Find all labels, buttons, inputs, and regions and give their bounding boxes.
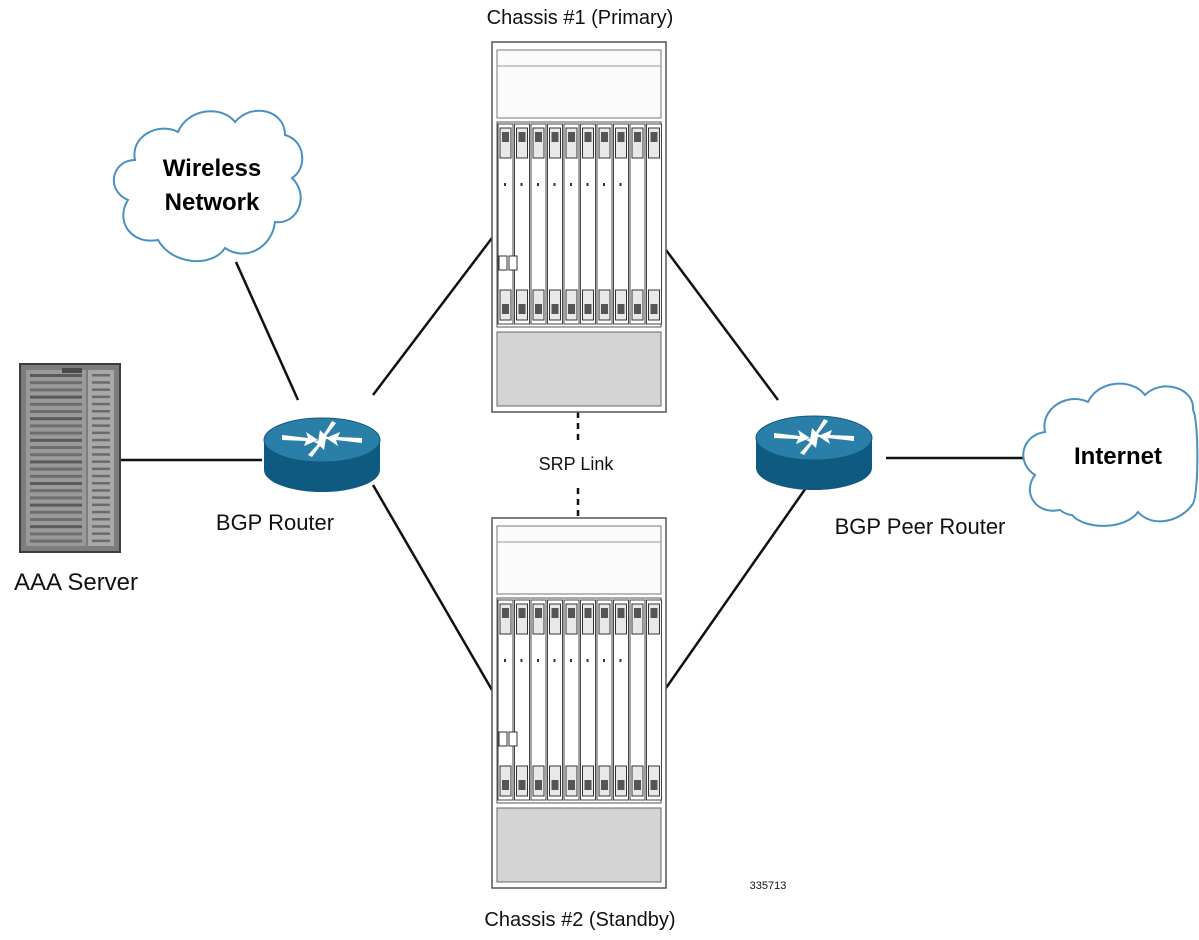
chassis-slot bbox=[514, 599, 530, 801]
bgp-router-icon bbox=[263, 417, 381, 492]
internet-cloud: Internet bbox=[1022, 382, 1199, 527]
internet-label: Internet bbox=[1074, 443, 1162, 470]
chassis-slot bbox=[613, 599, 629, 801]
chassis-standby bbox=[491, 517, 667, 889]
chassis-slot bbox=[580, 599, 596, 801]
chassis-slot bbox=[596, 599, 613, 801]
wireless-network-label: Wireless bbox=[163, 155, 262, 182]
chassis-slot bbox=[596, 123, 613, 325]
chassis-slot bbox=[547, 123, 563, 325]
bgp-peer-router-label: BGP Peer Router bbox=[835, 514, 1006, 539]
chassis-standby-label: Chassis #2 (Standby) bbox=[484, 909, 675, 931]
bgp-router-label: BGP Router bbox=[216, 510, 334, 535]
chassis-slot bbox=[563, 123, 580, 325]
link-chassis1-peer bbox=[664, 249, 780, 401]
connections bbox=[118, 237, 1032, 691]
wireless-network-cloud: Wireless Network bbox=[112, 109, 304, 263]
chassis-slot bbox=[530, 123, 547, 325]
chassis-slot bbox=[497, 123, 514, 325]
chassis-slot bbox=[580, 123, 596, 325]
srp-link-label: SRP Link bbox=[539, 454, 615, 474]
chassis-slot bbox=[547, 599, 563, 801]
chassis-slot bbox=[646, 599, 662, 801]
figure-id: 335713 bbox=[750, 880, 787, 892]
chassis-primary-label: Chassis #1 (Primary) bbox=[487, 7, 674, 29]
chassis-slot bbox=[530, 599, 547, 801]
chassis-slot bbox=[613, 123, 629, 325]
link-router-chassis1 bbox=[372, 237, 493, 396]
link-chassis2-peer bbox=[664, 484, 810, 689]
link-wireless-router bbox=[234, 261, 300, 401]
chassis-primary bbox=[491, 41, 667, 413]
chassis-slot bbox=[563, 599, 580, 801]
aaa-server-label: AAA Server bbox=[14, 569, 138, 596]
link-router-chassis2 bbox=[371, 484, 494, 691]
aaa-server-icon bbox=[19, 363, 121, 553]
chassis-slot bbox=[646, 123, 662, 325]
chassis-slot bbox=[629, 599, 646, 801]
wireless-network-label-2: Network bbox=[165, 189, 260, 216]
chassis-slot bbox=[629, 123, 646, 325]
bgp-peer-router-icon bbox=[755, 415, 873, 490]
chassis-slot bbox=[497, 599, 514, 801]
chassis-slot bbox=[514, 123, 530, 325]
